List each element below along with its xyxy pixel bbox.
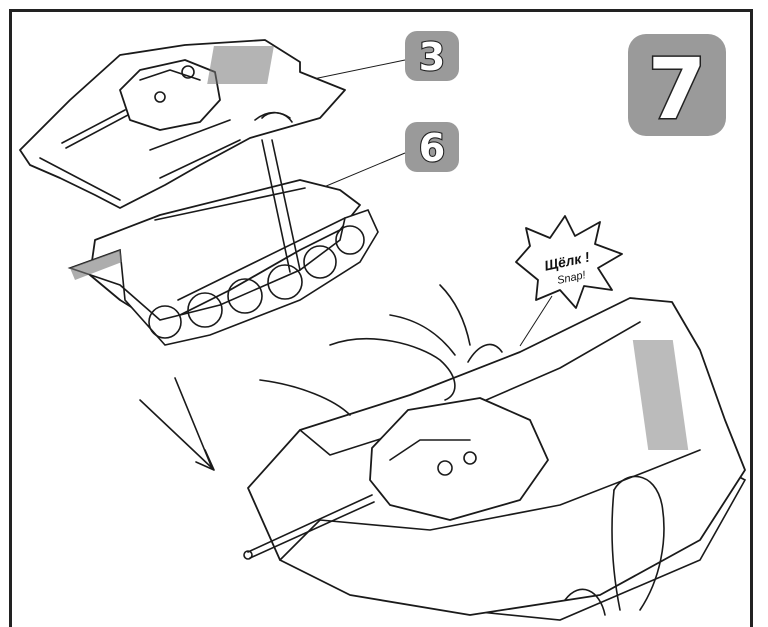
upper-hull-part bbox=[19, 39, 346, 209]
direction-arrow bbox=[139, 377, 215, 471]
step-number: 7 bbox=[648, 40, 706, 138]
callout-number-3: 3 bbox=[419, 35, 445, 79]
upper-gun-barrel bbox=[61, 109, 126, 144]
assembly-guide-lines bbox=[261, 111, 301, 273]
left-hand-top bbox=[329, 338, 456, 401]
assembled-engine-deck bbox=[632, 340, 689, 450]
engine-grille bbox=[207, 46, 274, 84]
track-assembly bbox=[67, 209, 379, 346]
snap-burst bbox=[515, 215, 623, 309]
callout-badge-6-background bbox=[405, 122, 459, 172]
callout-badge-3-background bbox=[405, 31, 459, 81]
assembled-turret bbox=[369, 397, 549, 521]
right-thumb bbox=[613, 475, 665, 611]
lower-hull-part bbox=[67, 179, 379, 346]
snap-callout: Щёлк ! Snap! bbox=[515, 215, 623, 347]
step-badge-background bbox=[628, 34, 726, 136]
snap-text-english: Snap! bbox=[556, 269, 587, 287]
assembled-gun-barrel bbox=[247, 494, 373, 553]
assembled-tank bbox=[243, 284, 747, 621]
callout-part-3: 3 bbox=[269, 31, 459, 89]
callout-number-6: 6 bbox=[419, 126, 445, 170]
step-badge: 7 bbox=[628, 34, 726, 140]
left-hand-bottom bbox=[259, 379, 351, 416]
road-wheels bbox=[148, 225, 365, 339]
